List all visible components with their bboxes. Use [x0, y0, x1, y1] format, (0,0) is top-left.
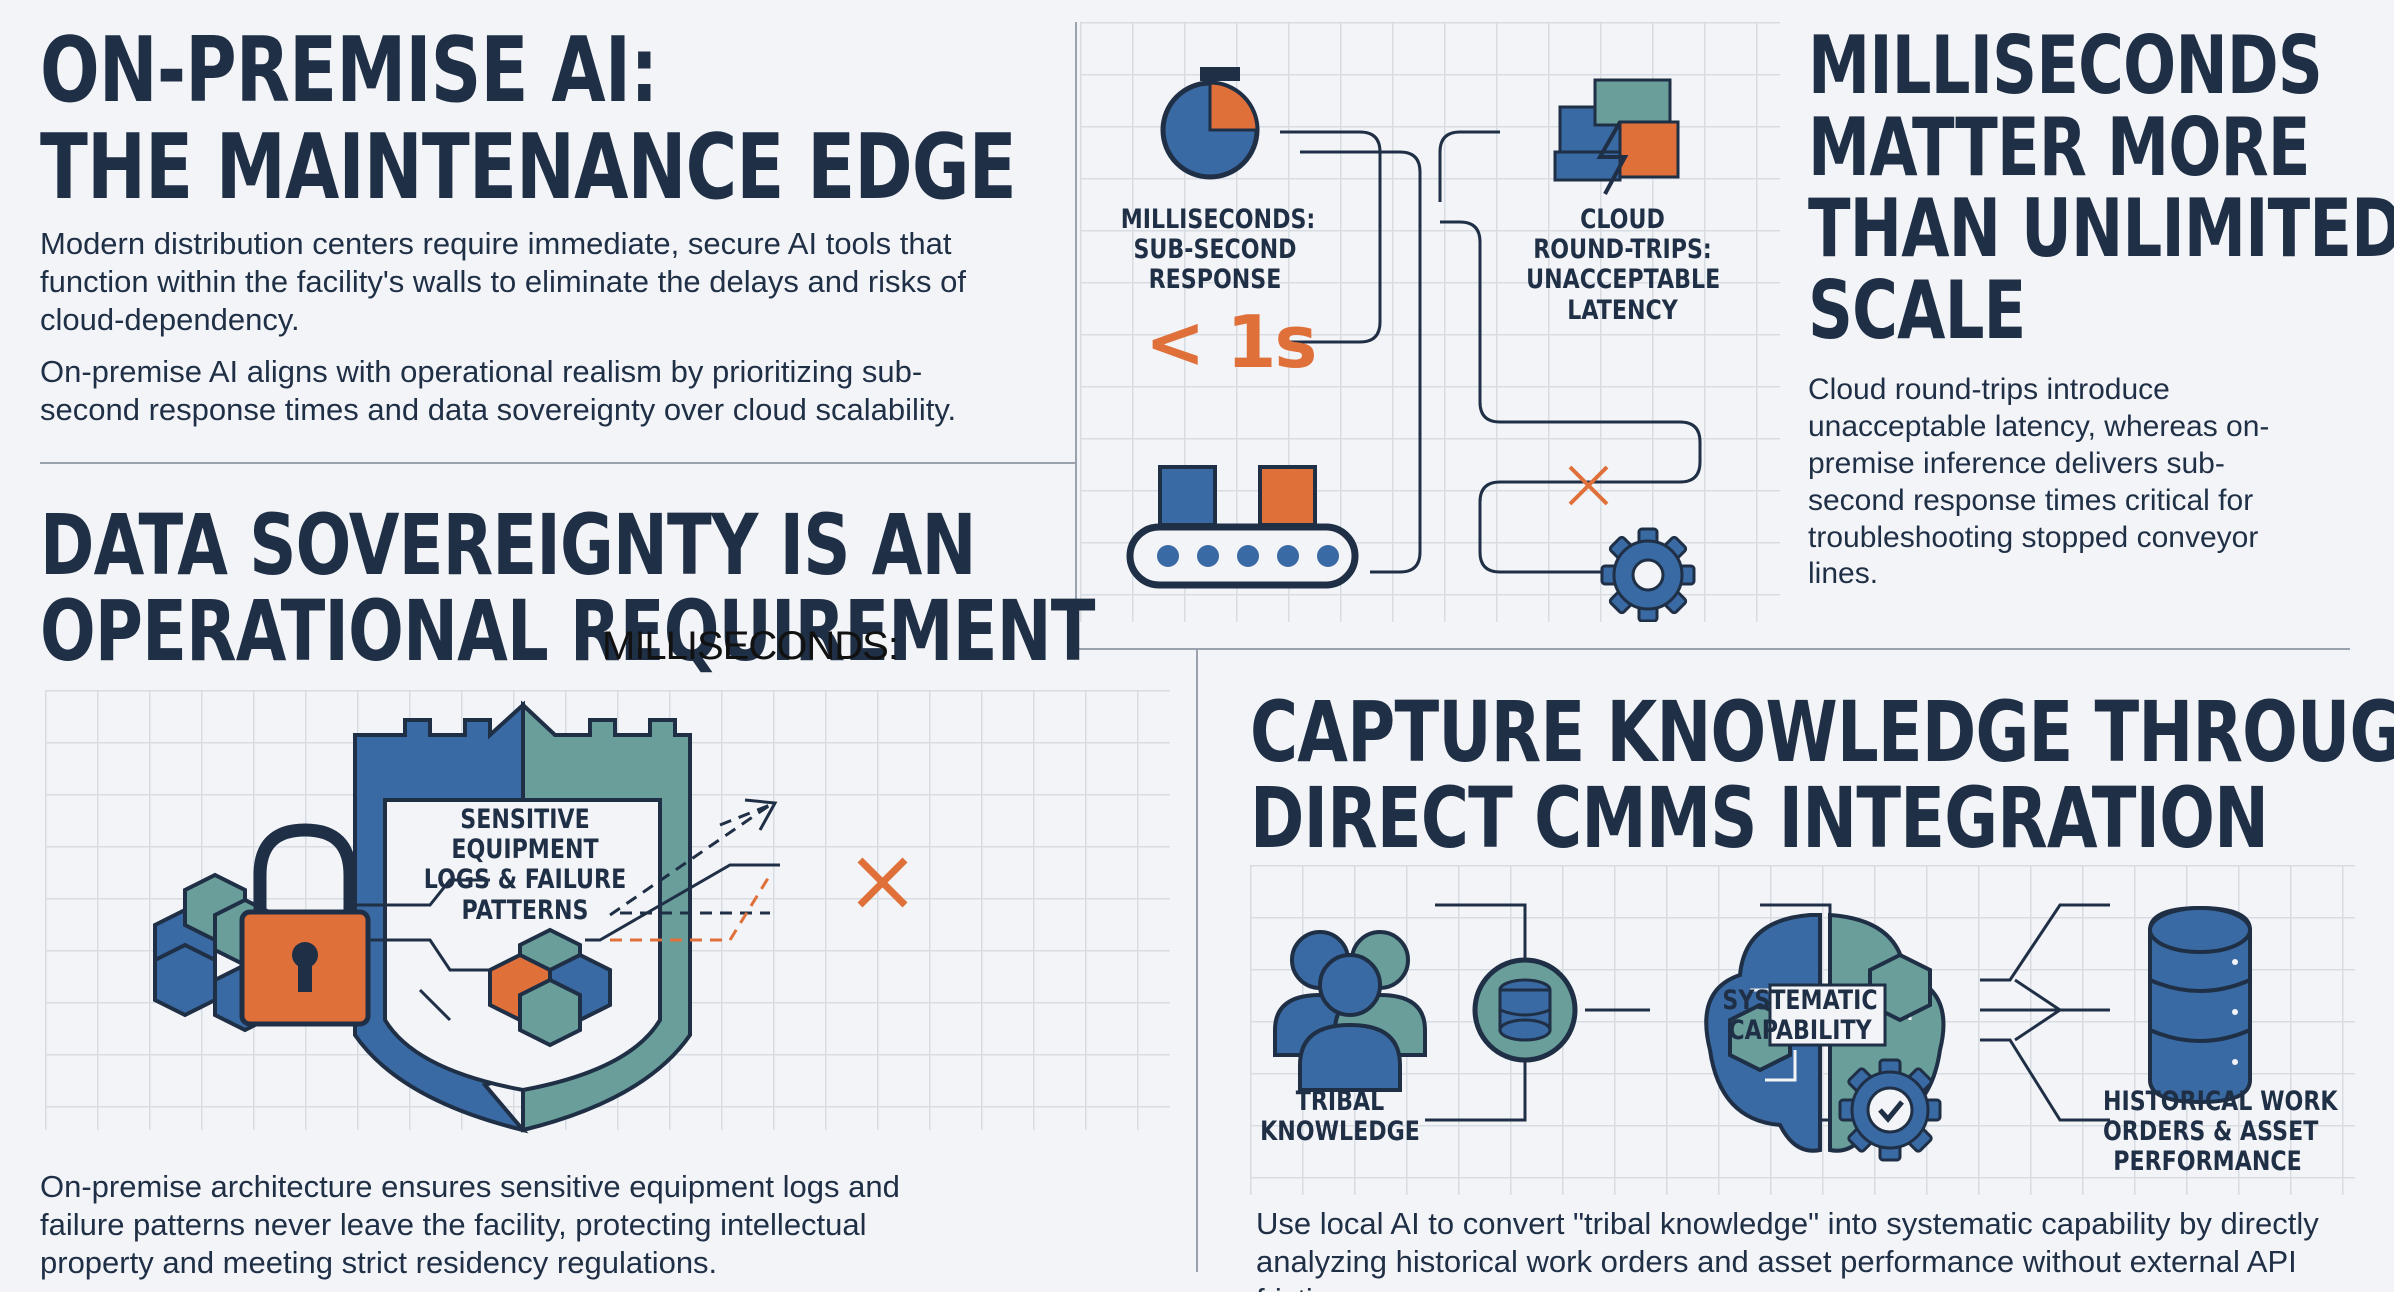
cmms-description: Use local AI to convert "tribal knowledg… [1256, 1206, 2319, 1292]
gear-check-icon [1838, 1058, 1942, 1162]
intro-paragraph-1: Modern distribution centers require imme… [40, 226, 967, 337]
x-mark-icon [1568, 465, 1609, 506]
cmms-diagram [1273, 903, 2252, 1162]
divider-horizontal-left [40, 462, 1075, 464]
intro-title-line1: ON-PREMISE AI: [40, 18, 658, 123]
overlay-caption: MILLISECONDS: [602, 624, 899, 668]
sovereignty-description: On-premise architecture ensures sensitiv… [40, 1169, 900, 1280]
divider-vertical-top [1075, 22, 1077, 650]
local-response-label: MILLISECONDS: SUB-SECOND RESPONSE [1120, 204, 1316, 296]
database-icon [1472, 957, 1578, 1063]
systematic-capability-label: SYSTEMATIC CAPABILITY [1722, 985, 1878, 1047]
divider-vertical-bottom [1196, 650, 1198, 1272]
people-icon [1273, 930, 1427, 1092]
server-stack-icon [2148, 905, 2252, 1105]
intro-title: ON-PREMISE AI: THE MAINTENANCE EDGE [40, 18, 1017, 221]
intro-paragraph-2: On-premise AI aligns with operational re… [40, 354, 957, 427]
cloud-lightning-icon [1553, 78, 1680, 195]
divider-horizontal-right [1075, 648, 2350, 650]
sovereignty-diagram [153, 700, 908, 1134]
sovereignty-title: DATA SOVEREIGNTY IS AN OPERATIONAL REQUI… [40, 496, 1095, 680]
response-time-value: < 1s [1145, 300, 1317, 384]
latency-diagram [1126, 67, 1702, 622]
cubes-icon [153, 872, 612, 1048]
gear-icon [1600, 527, 1696, 622]
intro-title-line2: THE MAINTENANCE EDGE [40, 115, 1017, 221]
conveyor-icon [1126, 465, 1359, 589]
latency-description: Cloud round-trips introduce unacceptable… [1808, 373, 2270, 591]
cmms-title: CAPTURE KNOWLEDGE THROUGH DIRECT CMMS IN… [1250, 683, 2394, 867]
cloud-latency-label: CLOUD ROUND-TRIPS: UNACCEPTABLE LATENCY [1526, 204, 1721, 326]
tribal-knowledge-label: TRIBAL KNOWLEDGE [1260, 1086, 1420, 1148]
x-mark-icon [857, 857, 908, 908]
stopwatch-icon [1160, 67, 1260, 180]
padlock-icon [239, 823, 371, 1027]
latency-title: MILLISECONDS MATTER MORE THAN UNLIMITED … [1808, 19, 2394, 357]
historical-work-label: HISTORICAL WORK ORDERS & ASSET PERFORMAN… [2102, 1086, 2338, 1178]
shield-label: SENSITIVE EQUIPMENT LOGS & FAILURE PATTE… [423, 804, 627, 926]
